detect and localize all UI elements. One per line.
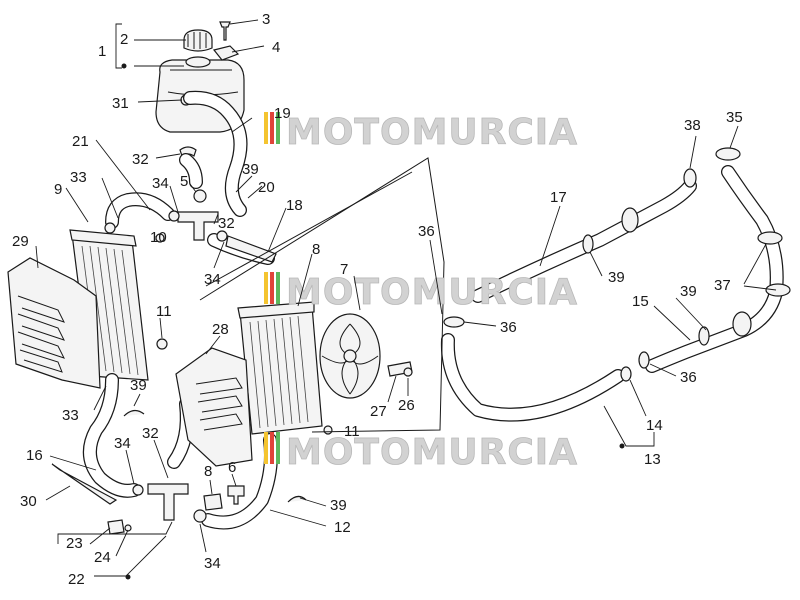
callout-24: 24 <box>94 549 111 566</box>
hose-clamp <box>620 366 632 382</box>
svg-text:MOTOMURCIA: MOTOMURCIA <box>286 272 578 313</box>
callout-31: 31 <box>112 95 129 112</box>
callout-34b: 34 <box>204 271 221 288</box>
screw <box>219 21 231 41</box>
right-radiator-shroud <box>175 347 253 467</box>
clip-nut <box>212 45 240 61</box>
callout-23: 23 <box>66 535 83 552</box>
callout-39b: 39 <box>608 269 625 286</box>
callout-8a: 8 <box>312 241 320 258</box>
callout-36a: 36 <box>418 223 435 240</box>
callout-17: 17 <box>550 189 567 206</box>
callout-32c: 32 <box>142 425 159 442</box>
callout-38: 38 <box>684 117 701 134</box>
callout-33a: 33 <box>70 169 87 186</box>
callout-36b: 36 <box>500 319 517 336</box>
leader-lines <box>35 19 777 577</box>
callout-22: 22 <box>68 571 85 588</box>
right-radiator-core <box>239 305 323 435</box>
hose-clamp <box>683 168 697 188</box>
callout-35: 35 <box>726 109 743 126</box>
bracket-strip <box>51 463 118 505</box>
callout-39e: 39 <box>330 497 347 514</box>
callout-32b: 32 <box>218 215 235 232</box>
t-connector-lower <box>147 483 189 521</box>
bolt <box>227 485 245 505</box>
callout-16: 16 <box>26 447 43 464</box>
callout-13: 13 <box>644 451 661 468</box>
callout-20: 20 <box>258 179 275 196</box>
grommet <box>156 338 168 350</box>
pipe-assembly-right <box>440 147 791 422</box>
callout-6: 6 <box>228 459 236 476</box>
hose-clip <box>123 409 145 417</box>
drain-plug <box>107 519 125 535</box>
callout-9: 9 <box>54 181 62 198</box>
callout-36c: 36 <box>680 369 697 386</box>
hose-clamp <box>715 147 741 161</box>
callout-5: 5 <box>180 173 188 190</box>
callout-37: 37 <box>714 277 731 294</box>
callout-39d: 39 <box>130 377 147 394</box>
callout-1: 1 <box>98 43 106 60</box>
hose-clip-2 <box>287 495 307 503</box>
tank-cap <box>183 29 213 52</box>
clip-plate <box>203 493 223 511</box>
callout-28: 28 <box>212 321 229 338</box>
hose-clamp <box>638 351 650 369</box>
callout-34d: 34 <box>204 555 221 572</box>
callout-30: 30 <box>20 493 37 510</box>
callout-11a: 11 <box>156 303 172 320</box>
callout-7: 7 <box>340 261 348 278</box>
callout-34a: 34 <box>152 175 169 192</box>
watermark-logo: MOTOMURCIA MOTOMURCIA MOTOMURCIA <box>264 112 578 473</box>
callout-27: 27 <box>370 403 387 420</box>
leader-dots <box>121 63 625 580</box>
svg-text:MOTOMURCIA: MOTOMURCIA <box>286 112 578 153</box>
fan-bolt <box>403 367 413 377</box>
callout-21: 21 <box>72 133 89 150</box>
callout-19: 19 <box>274 105 291 122</box>
callout-33b: 33 <box>62 407 79 424</box>
callout-3: 3 <box>262 11 270 28</box>
left-radiator <box>7 222 168 389</box>
callout-14: 14 <box>646 417 663 434</box>
callout-10: 10 <box>150 229 167 246</box>
callout-29: 29 <box>12 233 29 250</box>
callout-18: 18 <box>286 197 303 214</box>
callout-39c: 39 <box>680 283 697 300</box>
callout-34c: 34 <box>114 435 131 452</box>
callout-11b: 11 <box>344 423 360 440</box>
callout-15: 15 <box>632 293 649 310</box>
callout-2: 2 <box>120 31 128 48</box>
callout-4: 4 <box>272 39 280 56</box>
hose-group-upper <box>105 90 277 265</box>
callout-12: 12 <box>334 519 351 536</box>
subassembly-outline <box>199 157 445 433</box>
right-radiator <box>175 301 413 467</box>
hose-clamp <box>443 316 465 328</box>
t-connector-upper <box>177 211 219 241</box>
expansion-tank-assembly <box>155 21 245 157</box>
tank-filler-neck <box>185 56 211 68</box>
callout-labels: 1 2 3 4 31 19 21 32 33 9 34 5 39 20 32 1… <box>12 11 743 588</box>
callout-26: 26 <box>398 397 415 414</box>
callout-8b: 8 <box>204 463 212 480</box>
callout-32a: 32 <box>132 151 149 168</box>
callout-39a: 39 <box>242 161 259 178</box>
svg-text:MOTOMURCIA: MOTOMURCIA <box>286 432 578 473</box>
